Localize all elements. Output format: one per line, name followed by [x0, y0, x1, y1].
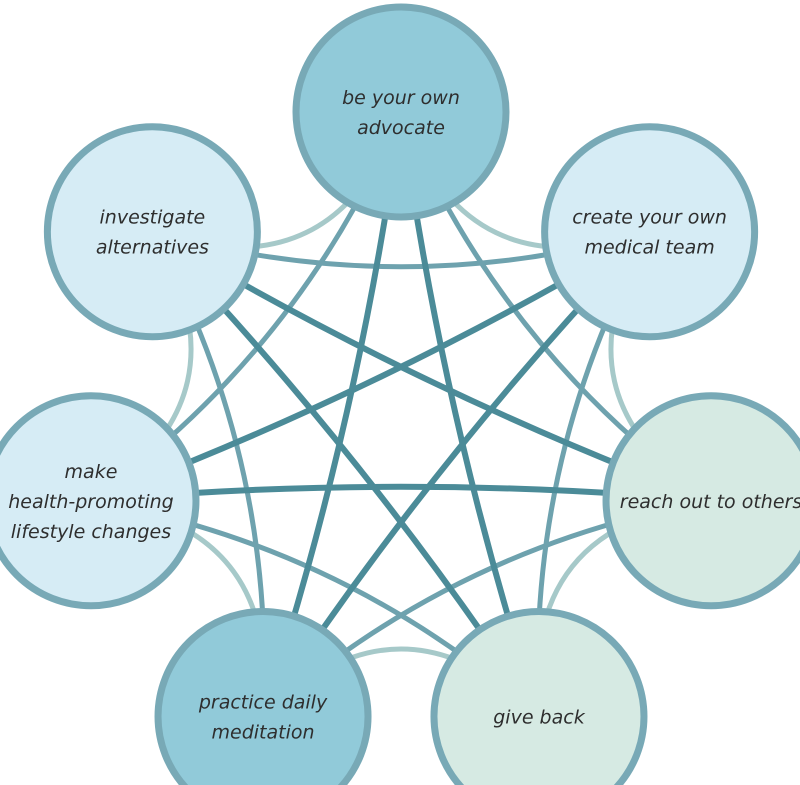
node-label: be your own	[342, 87, 460, 109]
node-medical-team: create your own medical team	[541, 123, 759, 341]
node-reach-out: reach out to others	[602, 392, 800, 610]
node-lifestyle: make health-promoting lifestyle changes	[0, 392, 200, 610]
node-label: advocate	[357, 117, 445, 139]
node-label: investigate	[100, 207, 206, 229]
node-label: health-promoting	[8, 491, 173, 513]
node-label: alternatives	[96, 237, 209, 259]
node-circle	[43, 123, 261, 341]
node-label: meditation	[212, 722, 315, 744]
node-label: medical team	[584, 237, 714, 259]
nodes: be your own advocate create your own medica…	[0, 3, 800, 785]
node-circle	[292, 3, 510, 221]
node-alternatives: investigate alternatives	[43, 123, 261, 341]
node-advocate: be your own advocate	[292, 3, 510, 221]
node-label: lifestyle changes	[11, 521, 171, 543]
node-circle	[0, 392, 200, 610]
node-label: give back	[493, 707, 585, 729]
node-label: create your own	[572, 207, 727, 229]
node-meditation: practice daily meditation	[154, 608, 372, 785]
node-circle	[602, 392, 800, 610]
node-circle	[154, 608, 372, 785]
node-label: make	[65, 461, 118, 483]
node-circle	[541, 123, 759, 341]
node-label: reach out to others	[620, 491, 800, 513]
node-give-back: give back	[430, 608, 648, 785]
node-circle	[430, 608, 648, 785]
node-label: practice daily	[198, 692, 328, 714]
